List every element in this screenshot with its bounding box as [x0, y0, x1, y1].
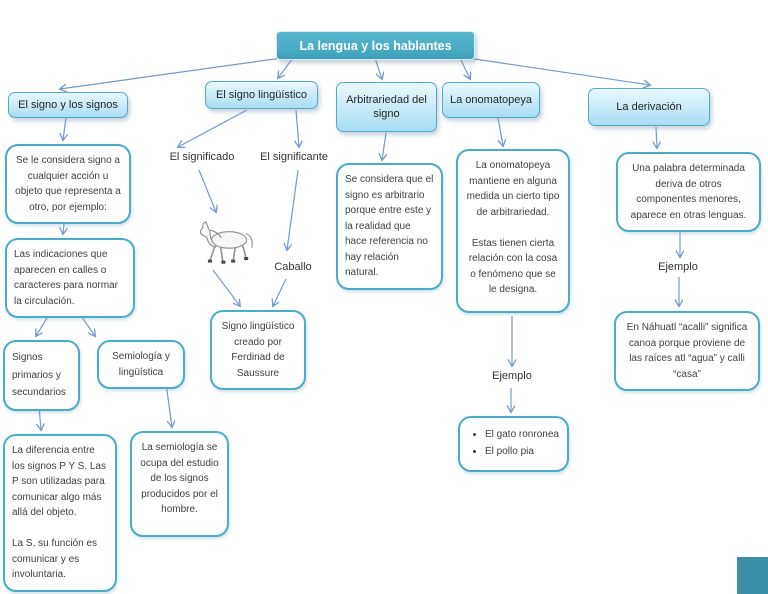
- note-diferencia: La diferencia entre los signos P Y S. La…: [3, 434, 117, 592]
- note-signos-primarios: Signos primarios y secundarios: [3, 340, 80, 411]
- note-semiologia-detalle: La semiología se ocupa del estudio de lo…: [130, 431, 229, 537]
- branch-la-derivacion: La derivación: [588, 88, 710, 126]
- connector-arrow: [296, 109, 299, 147]
- connector-arrow: [63, 117, 66, 140]
- note-arbitrario: Se considera que el signo es arbitrario …: [336, 163, 443, 290]
- connector-arrow: [459, 57, 470, 79]
- connector-arrow: [278, 57, 294, 78]
- connector-arrow: [178, 109, 248, 147]
- label-ejemplo-onomatopeya: Ejemplo: [492, 370, 532, 382]
- connector-arrow: [212, 269, 240, 306]
- connector-arrow: [374, 57, 382, 79]
- branch-el-signo-y-los-signos: El signo y los signos: [8, 92, 128, 118]
- note-nahuatl: En Náhuatl “acalli” significa canoa porq…: [614, 311, 760, 391]
- branch-arbitrariedad-del-signo: Arbitrariedad del signo: [336, 82, 437, 132]
- title-node: La lengua y los hablantes: [276, 31, 475, 60]
- note-indicaciones: Las indicaciones que aparecen en calles …: [5, 238, 135, 318]
- note-saussure: Signo lingüístico creado por Ferdinad de…: [210, 310, 306, 390]
- label-ejemplo-derivacion: Ejemplo: [658, 261, 698, 273]
- connector-arrow: [382, 132, 386, 160]
- note-se-le-considera: Se le considera signo a cualquier acción…: [5, 144, 131, 224]
- branch-la-onomatopeya: La onomatopeya: [442, 82, 540, 118]
- connector-arrow: [273, 278, 287, 306]
- list-item: El gato ronronea: [485, 427, 560, 443]
- list-item: El pollo pia: [485, 444, 560, 460]
- corner-decoration: [737, 557, 768, 594]
- label-el-significante: El significante: [260, 151, 328, 163]
- branch-el-signo-linguistico: El signo lingüístico: [205, 81, 318, 109]
- connector-arrow: [656, 126, 657, 148]
- label-caballo: Caballo: [274, 261, 312, 273]
- note-palabra-derivada: Una palabra determinada deriva de otros …: [616, 152, 761, 232]
- horse-image: [199, 221, 253, 264]
- note-semiologia: Semiología y lingüística: [97, 340, 185, 389]
- connector-arrow: [467, 57, 650, 85]
- connector-arrow: [198, 169, 216, 212]
- connector-arrow: [287, 169, 299, 250]
- connector-arrow: [497, 117, 503, 146]
- label-el-significado: El significado: [169, 151, 235, 163]
- connector-arrow: [165, 382, 172, 427]
- note-ejemplos-onomatopeya: El gato ronronea El pollo pia: [458, 416, 569, 472]
- note-onomatopeya-detalle: La onomatopeya mantiene en alguna medida…: [456, 149, 570, 313]
